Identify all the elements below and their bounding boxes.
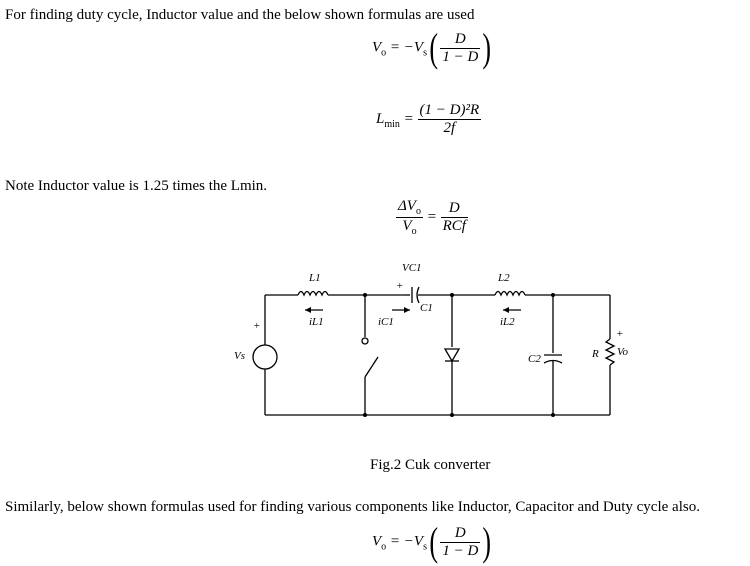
label-vo: Vo bbox=[617, 346, 629, 358]
l2-inductor bbox=[494, 290, 526, 297]
switch-blade bbox=[364, 356, 379, 378]
label-r: R bbox=[591, 348, 599, 360]
label-plus-vs: + bbox=[253, 320, 260, 332]
diode bbox=[443, 348, 461, 363]
label-ic1: iC1 bbox=[378, 316, 394, 328]
c1-plate-curved bbox=[416, 286, 420, 304]
intro-text: For finding duty cycle, Inductor value a… bbox=[5, 7, 475, 23]
c2-plate-curved bbox=[543, 359, 563, 364]
figure-caption: Fig.2 Cuk converter bbox=[370, 457, 491, 473]
label-l1: L1 bbox=[308, 272, 321, 284]
note-text: Note Inductor value is 1.25 times the Lm… bbox=[5, 178, 268, 194]
label-il2: iL2 bbox=[500, 316, 515, 328]
cuk-converter-circuit: L1 iL1 VC1 + C1 iC1 L2 iL2 C2 R Vo + Vs … bbox=[234, 262, 629, 417]
label-vs: Vs bbox=[234, 350, 245, 362]
l1-inductor bbox=[297, 290, 329, 297]
similarly-text: Similarly, below shown formulas used for… bbox=[5, 499, 700, 515]
label-plus-c1: + bbox=[396, 280, 403, 292]
r-resistor bbox=[604, 338, 616, 366]
label-il1: iL1 bbox=[309, 316, 324, 328]
label-plus-vo: + bbox=[616, 328, 623, 340]
label-c1: C1 bbox=[420, 302, 433, 314]
label-vc1: VC1 bbox=[402, 262, 422, 274]
vs-source bbox=[252, 344, 278, 370]
label-c2: C2 bbox=[528, 353, 541, 365]
label-l2: L2 bbox=[497, 272, 510, 284]
